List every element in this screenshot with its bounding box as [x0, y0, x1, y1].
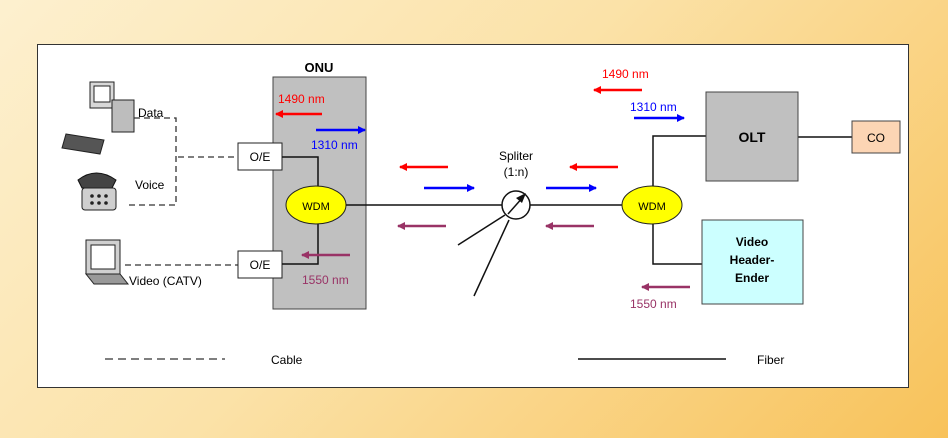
onu-down-lambda: 1490 nm [278, 92, 325, 106]
olt-up-lambda: 1310 nm [630, 100, 677, 114]
oe-box-bottom [237, 250, 283, 279]
video-headend-line1: Video [736, 235, 768, 249]
olt-label: OLT [739, 129, 766, 145]
co-box [851, 120, 901, 154]
legend-cable-label: Cable [271, 353, 303, 367]
onu-internal-lines [282, 156, 319, 265]
splitter-label-2: (1:n) [504, 165, 529, 179]
legend-fiber-label: Fiber [757, 353, 784, 367]
cable-lines [125, 117, 238, 266]
video-headend-box [701, 219, 804, 305]
onu-video-lambda: 1550 nm [302, 273, 349, 287]
splitter-label-1: Spliter [499, 149, 533, 163]
video-headend-line2: Header- [730, 253, 775, 267]
data-label: Data [138, 106, 164, 120]
co-label: CO [867, 131, 885, 145]
oe-label-top: O/E [250, 150, 271, 164]
video-label: Video (CATV) [129, 274, 202, 288]
computer-icon [61, 81, 135, 155]
oe-label-bottom: O/E [250, 258, 271, 272]
olt-box [705, 91, 799, 182]
onu-title: ONU [305, 60, 334, 75]
onu-up-lambda: 1310 nm [311, 138, 358, 152]
olt-down-lambda: 1490 nm [602, 67, 649, 81]
phone-icon [77, 172, 117, 211]
olt-wdm [621, 185, 683, 225]
monitor-icon [84, 239, 130, 285]
splitter-needle-head [516, 193, 526, 203]
olt-wdm-label: WDM [638, 201, 666, 213]
voice-label: Voice [135, 178, 165, 192]
fiber-lines [346, 135, 852, 297]
onu-wdm-label: WDM [302, 201, 330, 213]
video-headend-line3: Ender [735, 271, 769, 285]
olt-video-lambda: 1550 nm [630, 297, 677, 311]
